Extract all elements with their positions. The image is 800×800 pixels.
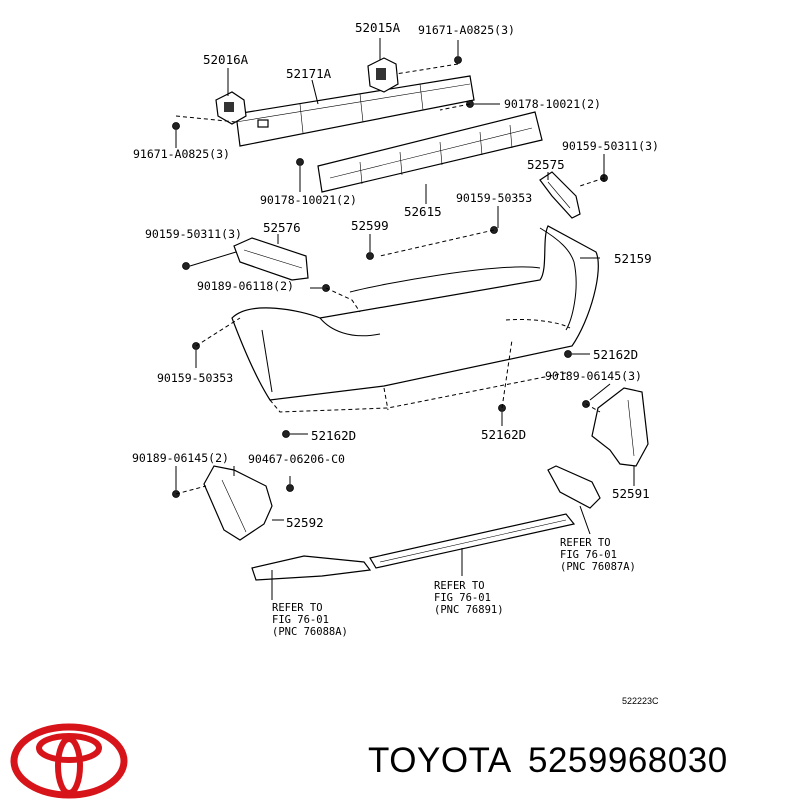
label-52575: 52575 [527,157,565,172]
rear-lower-panel-right [547,465,601,509]
leader-lines [175,38,635,600]
bracket-52016a [215,91,247,125]
parts-diagram: 52015A 91671-A0825(3) 52016A 52171A 9017… [132,20,659,706]
bumper-reinforcement-52171a [235,75,475,147]
label-52015a: 52015A [355,20,401,35]
refer-note-right: REFER TO FIG 76-01 (PNC 76087A) [560,537,636,573]
part-number: 5259968030 [528,741,728,780]
energy-absorber-52615 [317,111,543,193]
refer-center-line1: REFER TO [434,580,485,592]
refer-note-left: REFER TO FIG 76-01 (PNC 76088A) [272,602,348,638]
label-52162d-center: 52162D [481,427,526,442]
label-52159: 52159 [614,251,652,266]
label-90467: 90467-06206-C0 [248,452,345,466]
label-90189-06118: 90189-06118(2) [197,279,294,293]
toyota-logo-icon [10,723,128,799]
refer-right-line3: (PNC 76087A) [560,561,636,573]
refer-center-line3: (PNC 76891) [434,604,504,616]
refer-left-line3: (PNC 76088A) [272,626,348,638]
label-91671-left: 91671-A0825(3) [133,147,230,161]
label-52162d-right: 52162D [593,347,638,362]
label-52591: 52591 [612,486,650,501]
rear-lower-panel-left [251,555,372,581]
label-52615: 52615 [404,204,442,219]
label-52171a: 52171A [286,66,332,81]
refer-left-line2: FIG 76-01 [272,614,329,626]
bracket-52015a [367,57,399,93]
illustration-code: 522223C [622,696,659,706]
retainer-52575 [539,171,581,219]
label-52592: 52592 [286,515,324,530]
label-52162d-left: 52162D [311,428,356,443]
label-90178-bottom: 90178-10021(2) [260,193,357,207]
retainer-52576 [233,237,309,281]
label-90159-bottom-left: 90159-50353 [157,371,233,385]
label-90178-right: 90178-10021(2) [504,97,601,111]
label-52576: 52576 [263,220,301,235]
refer-right-line1: REFER TO [560,537,611,549]
refer-right-line2: FIG 76-01 [560,549,617,561]
bracket-52591 [591,387,649,467]
label-90159-top-right: 90159-50311(3) [562,139,659,153]
label-91671-top: 91671-A0825(3) [418,23,515,37]
refer-left-line1: REFER TO [272,602,323,614]
refer-note-center: REFER TO FIG 76-01 (PNC 76891) [434,580,504,616]
rear-lower-panel-center [369,513,576,569]
label-90189-left: 90189-06145(2) [132,451,229,465]
label-90159-left: 90159-50311(3) [145,227,242,241]
label-90189-right: 90189-06145(3) [545,369,642,383]
label-52599: 52599 [351,218,389,233]
bumper-cover-52159 [231,225,599,413]
brand-name: TOYOTA [368,741,512,780]
label-90159-mid-right: 90159-50353 [456,191,532,205]
bracket-52592 [203,465,273,541]
label-52016a: 52016A [203,52,249,67]
refer-center-line2: FIG 76-01 [434,592,491,604]
